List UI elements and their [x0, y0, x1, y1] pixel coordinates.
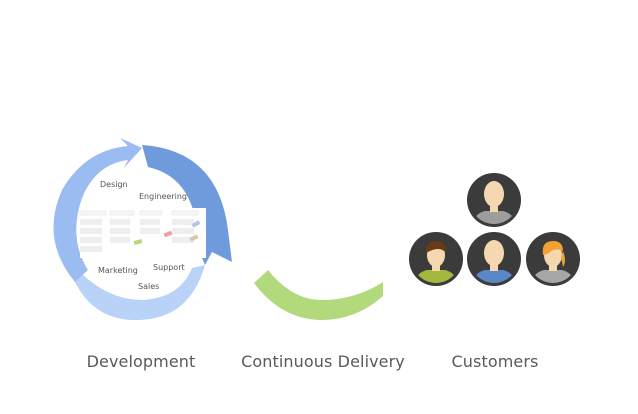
customers-group: [409, 173, 580, 286]
continuous-delivery-arc: [254, 270, 383, 320]
role-label-design: Design: [100, 180, 128, 189]
role-label-engineering: Engineering: [139, 192, 187, 201]
development-cycle: Design Engineering Marketing Support Sal…: [53, 138, 232, 321]
role-label-support: Support: [153, 263, 185, 272]
kanban-board-thumbnail: [79, 208, 206, 258]
cycle-arc-left: [53, 138, 142, 282]
role-label-sales: Sales: [138, 282, 159, 291]
person-female-blonde-icon: [526, 232, 580, 286]
person-male-gray-icon: [467, 173, 521, 227]
development-title: Development: [86, 352, 196, 371]
customers-title: Customers: [451, 352, 539, 371]
role-label-marketing: Marketing: [98, 266, 138, 275]
person-female-brunette-icon: [409, 232, 463, 286]
continuous-delivery-title: Continuous Delivery: [241, 352, 405, 371]
person-male-blue-icon: [467, 232, 521, 286]
cycle-arc-bottom: [75, 265, 205, 321]
cycle-arc-top-right: [142, 145, 232, 265]
